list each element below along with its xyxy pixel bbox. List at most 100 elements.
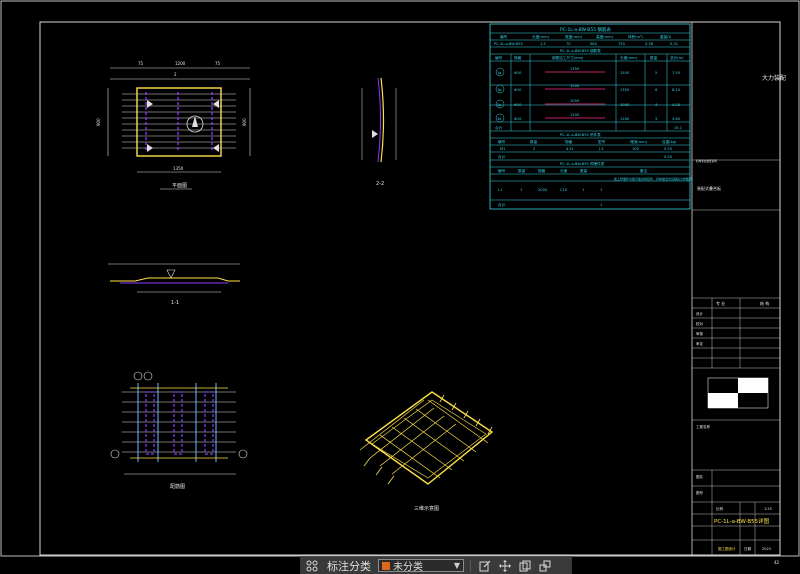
rebar-plan-label: 配筋图 [170,483,185,490]
svg-text:1b: 1b [497,88,502,92]
plan-dim-right: 900 [242,118,247,126]
small-note: 结构专业图纸说明 [696,159,717,163]
svg-text:1: 1 [520,188,522,192]
isometric-view: 三维示意图 [359,391,494,512]
svg-text:合计: 合计 [498,154,506,159]
svg-text:体积(m³): 体积(m³) [628,34,644,39]
svg-text:板上预埋件为板与板的拼接件，具体做法详见相关大样图纸: 板上预埋件为板与板的拼接件，具体做法详见相关大样图纸 [614,176,692,181]
svg-text:15.1: 15.1 [674,126,682,130]
svg-text:编号: 编号 [500,34,508,39]
svg-text:Φ10: Φ10 [514,117,522,121]
plan-dim-top-1: 75 [138,61,144,66]
svg-text:总长(m): 总长(m) [670,55,684,60]
svg-text:1050: 1050 [570,99,580,103]
svg-text:1:25: 1:25 [764,507,772,511]
svg-text:自重(kg): 自重(kg) [662,139,677,144]
svg-text:编号: 编号 [498,139,506,144]
svg-text:工程名称: 工程名称 [696,424,710,429]
svg-text:比例: 比例 [716,506,724,511]
move-icon[interactable] [497,558,513,574]
svg-text:1200: 1200 [620,117,630,121]
section-2-2: 2-2 [361,77,397,187]
svg-text:720: 720 [618,42,626,46]
svg-text:1500: 1500 [620,71,630,75]
category-color-swatch [382,561,390,570]
plan-view: 75 1200 75 2 900 900 1350 平面图 [96,61,251,190]
svg-text:5: 5 [655,71,657,75]
svg-text:合计: 合计 [498,202,506,207]
edit-icon[interactable] [477,558,493,574]
plan-dim-top-2: 1200 [175,61,186,66]
svg-text:1350: 1350 [570,67,580,71]
svg-text:校对: 校对 [696,321,704,326]
svg-text:数量: 数量 [650,55,658,60]
classify-label[interactable]: 标注分类 [327,559,371,573]
svg-text:型号: 型号 [598,139,606,144]
svg-text:重量(t): 重量(t) [660,34,672,39]
svg-text:2: 2 [533,147,535,151]
svg-text:规格: 规格 [565,139,573,144]
section-1-1: 1-1 [108,263,240,306]
company-name: 大力装配 [762,74,786,82]
svg-text:数量: 数量 [530,139,538,144]
svg-text:编号: 编号 [495,55,503,60]
svg-text:960: 960 [590,42,598,46]
svg-text:日期: 日期 [744,546,752,551]
plan-view-label: 平面图 [172,183,187,189]
svg-text:0.55: 0.55 [664,147,672,151]
svg-text:0.55: 0.55 [664,155,672,159]
annotation-toolbar: 标注分类 未分类 ▼ [300,556,572,574]
svg-text:图名: 图名 [696,474,703,479]
drawing-description: 装配式叠合板 [697,185,721,191]
chevron-down-icon: ▼ [453,561,460,570]
svg-text:4.5t: 4.5t [566,147,574,151]
svg-text:1: 1 [582,188,584,192]
svg-text:1050: 1050 [620,103,630,107]
embed-table: PC-1L-a-BW-B55 预埋件表 编号 数量 规格 长度 数量 备注 L1… [498,161,692,207]
svg-text:规格: 规格 [538,168,546,173]
svg-text:2a: 2a [497,103,502,107]
svg-text:结 构: 结 构 [760,300,769,306]
svg-text:备注: 备注 [640,168,648,173]
svg-text:70: 70 [566,42,571,46]
svg-text:1200: 1200 [570,113,580,117]
rebar-plan-view: 配筋图 [110,371,248,490]
svg-text:PC-1L-a-BW-B55 预埋件表: PC-1L-a-BW-B55 预埋件表 [560,161,605,166]
svg-text:3a: 3a [497,117,502,121]
svg-text:4.20: 4.20 [672,103,681,107]
svg-text:Φ10: Φ10 [514,103,522,107]
svg-text:高度(mm): 高度(mm) [596,34,614,39]
rebar-table-rows: 1a Φ10 1350 1500 5 7.50 1b Φ10 1500 1350… [495,67,682,130]
plan-dim-left: 900 [96,118,101,126]
svg-text:长度(mm): 长度(mm) [532,34,550,39]
svg-text:1350: 1350 [620,88,630,92]
svg-text:1: 1 [600,203,602,207]
svg-text:J-3: J-3 [598,147,604,151]
sheet-border [0,0,800,557]
page-number: 42 [774,560,780,565]
svg-text:宽度(mm): 宽度(mm) [565,34,583,39]
category-dropdown[interactable]: 未分类 ▼ [378,559,464,573]
svg-text:审核: 审核 [696,331,704,336]
drawing-code: PC-1L-a-BW-B55详图 [714,517,770,525]
section-1-1-label: 1-1 [171,300,179,306]
section-2-2-label: 2-2 [376,181,384,187]
toolbar-separator [470,559,471,572]
svg-text:1a: 1a [497,71,502,75]
svg-text:1: 1 [600,188,602,192]
lift-table: PC-1L-a-BW-B55 吊件表 编号 数量 规格 型号 埋深(mm) 自重… [498,132,677,159]
svg-text:1500: 1500 [570,84,580,88]
svg-text:C10: C10 [560,188,568,192]
svg-text:2000: 2000 [538,188,548,192]
svg-text:3: 3 [655,117,657,121]
svg-text:3.60: 3.60 [672,117,681,121]
grid-icon[interactable] [304,558,320,574]
layers-icon[interactable] [537,558,553,574]
plan-mark-top: 2 [174,72,177,77]
svg-text:Φ10: Φ10 [514,71,522,75]
copy-icon[interactable] [517,558,533,574]
svg-text:埋深(mm): 埋深(mm) [630,139,648,144]
svg-text:8.10: 8.10 [672,88,681,92]
